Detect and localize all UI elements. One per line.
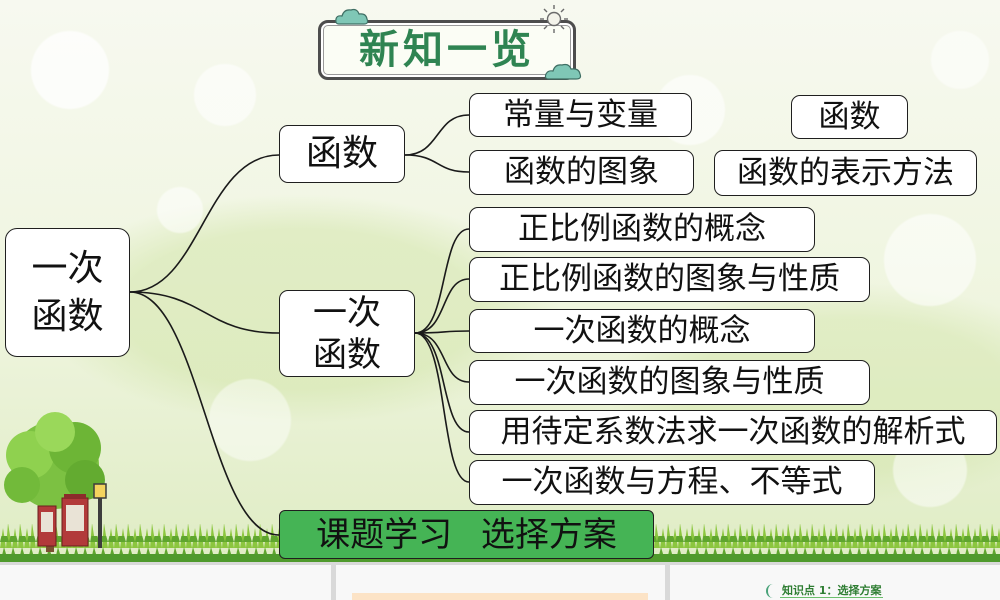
cloud-icon — [335, 8, 369, 25]
root-node-linear-function: 一次 函数 — [5, 228, 130, 357]
leaf-node-linear-6: 一次函数与方程、不等式 — [469, 460, 875, 505]
link-function-child-1 — [404, 114, 470, 156]
thumbnail-panel-3[interactable] — [670, 565, 1000, 600]
link-root-function — [129, 154, 280, 293]
link-function-child-2 — [404, 154, 470, 173]
branch-node-function: 函数 — [279, 125, 405, 183]
branch-node-linear-line-2: 函数 — [313, 334, 381, 375]
thumbnail-panel-1[interactable] — [0, 565, 331, 600]
link-linear-child-6 — [414, 332, 470, 483]
root-node-line-2: 函数 — [31, 295, 104, 337]
leaf-label: 正比例函数的概念 — [518, 211, 766, 247]
leaf-label: 正比例函数的图象与性质 — [499, 261, 840, 297]
leaf-label: 一次函数的概念 — [533, 312, 751, 349]
leaf-node-constants-and-variables: 常量与变量 — [469, 93, 692, 137]
leaf-label: 一次函数的图象与性质 — [514, 364, 825, 400]
leaf-label: 常量与变量 — [503, 96, 658, 133]
leaf-label: 一次函数与方程、不等式 — [501, 464, 843, 500]
branch-node-project-label: 课题学习 选择方案 — [316, 514, 617, 555]
leaf-label: 函数 — [818, 98, 881, 135]
link-linear-child-2 — [414, 278, 470, 334]
side-node-function: 函数 — [791, 95, 908, 139]
thumbnail-panel-2-block — [352, 593, 648, 600]
street-lamp-illustration — [93, 483, 107, 548]
sun-icon — [540, 5, 568, 33]
link-root-project — [129, 291, 280, 536]
link-linear-child-3 — [414, 330, 470, 334]
link-linear-child-4 — [414, 332, 470, 383]
leaf-node-linear-3: 一次函数的概念 — [469, 309, 815, 353]
branch-node-linear-line-1: 一次 — [313, 292, 381, 333]
leaf-node-linear-4: 一次函数的图象与性质 — [469, 360, 870, 405]
side-node-function-representations: 函数的表示方法 — [714, 150, 977, 196]
knowledge-point-tag: 知识点 1：选择方案 — [766, 583, 884, 599]
root-node-line-1: 一次 — [31, 247, 104, 289]
link-root-linear-function — [129, 291, 280, 334]
phone-booth-illustration — [37, 494, 89, 547]
leaf-label: 函数的表示方法 — [737, 154, 954, 191]
link-linear-child-1 — [414, 228, 470, 334]
leaf-node-linear-5: 用待定系数法求一次函数的解析式 — [469, 410, 997, 455]
leaf-node-linear-1: 正比例函数的概念 — [469, 207, 815, 252]
leaf-node-function-graph: 函数的图象 — [469, 150, 694, 195]
bracket-icon — [766, 584, 776, 598]
branch-node-project: 课题学习 选择方案 — [279, 510, 654, 559]
leaf-node-linear-2: 正比例函数的图象与性质 — [469, 257, 870, 302]
title-banner: 新知一览 — [318, 20, 576, 80]
branch-node-function-label: 函数 — [305, 133, 378, 174]
link-linear-child-5 — [414, 332, 470, 433]
tree-illustration — [4, 412, 107, 552]
leaf-label: 用待定系数法求一次函数的解析式 — [500, 414, 966, 450]
cloud-icon — [544, 63, 582, 80]
branch-node-linear-function: 一次 函数 — [279, 290, 415, 377]
page-title: 新知一览 — [359, 27, 535, 72]
leaf-label: 函数的图象 — [504, 154, 659, 190]
knowledge-point-label: 知识点 1：选择方案 — [780, 584, 884, 598]
